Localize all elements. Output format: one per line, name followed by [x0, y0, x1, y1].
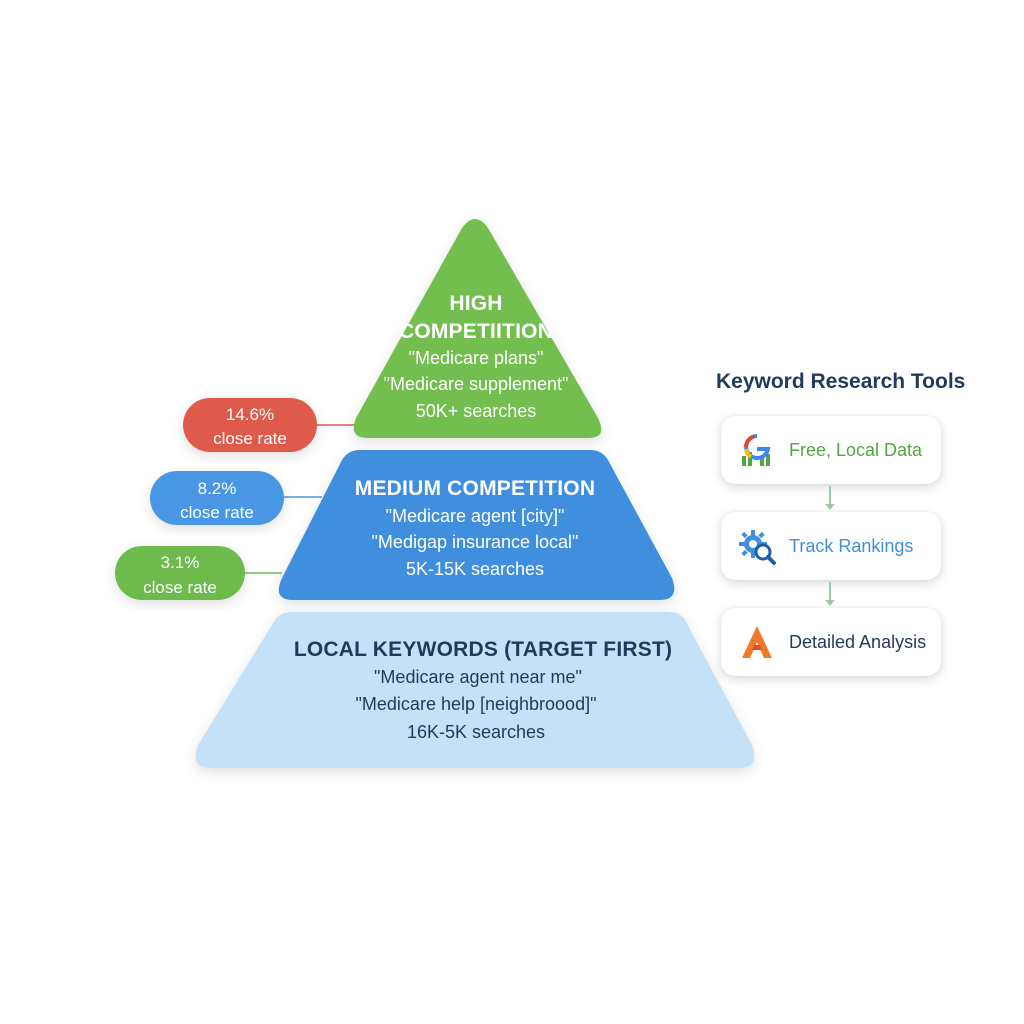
tier-high-volume: 50K+ searches — [416, 401, 537, 421]
close-rate-pill-medium: 8.2% close rate — [150, 471, 284, 525]
tier-high-competition-shape — [353, 219, 602, 438]
tool-card-free-local-data[interactable]: Free, Local Data — [721, 416, 941, 484]
tool-label-free-local-data: Free, Local Data — [789, 439, 923, 460]
close-rate-medium-label: close rate — [180, 503, 254, 522]
tool-card-track-rankings[interactable]: Track Rankings — [721, 512, 941, 580]
gear-search-icon — [737, 526, 777, 566]
close-rate-low-label: close rate — [143, 578, 217, 597]
connector-arrow-1 — [825, 486, 835, 510]
tier-local-keywords-shape — [195, 612, 755, 768]
tier-medium-keyword2: "Medigap insurance local" — [372, 532, 579, 552]
tier-local-keyword2: "Medicare help [neighbroood]" — [356, 694, 597, 714]
tier-high-keyword2: "Medicare supplement" — [384, 374, 569, 394]
tier-local-title: LOCAL KEYWORDS (TARGET FIRST) — [294, 638, 672, 661]
close-rate-high-label: close rate — [213, 429, 287, 448]
tier-medium-volume: 5K-15K searches — [406, 559, 544, 579]
close-rate-low-value: 3.1% — [161, 553, 200, 572]
close-rate-pill-low: 3.1% close rate — [115, 546, 245, 600]
tools-title: Keyword Research Tools — [716, 370, 966, 393]
tier-local-volume: 16K-5K searches — [407, 722, 545, 742]
tier-medium-title: MEDIUM COMPETITION — [355, 477, 595, 500]
tier-local-keyword1: "Medicare agent near me" — [374, 667, 582, 687]
tier-high-title-line2: COMPETIITION — [399, 320, 553, 343]
tool-card-detailed-analysis[interactable]: Detailed Analysis — [721, 608, 941, 676]
close-rate-high-value: 14.6% — [226, 405, 274, 424]
tier-high-title-line1: HIGH — [449, 292, 502, 315]
close-rate-medium-value: 8.2% — [198, 479, 237, 498]
google-analytics-icon — [737, 430, 777, 470]
close-rate-pill-high: 14.6% close rate — [183, 398, 317, 452]
tier-high-keyword1: "Medicare plans" — [409, 348, 544, 368]
tool-label-track-rankings: Track Rankings — [789, 535, 914, 556]
tier-medium-competition-shape — [278, 450, 675, 600]
tool-label-detailed-analysis: Detailed Analysis — [789, 631, 927, 652]
connector-arrow-2 — [825, 582, 835, 606]
tier-medium-keyword1: "Medicare agent [city]" — [386, 506, 565, 526]
ahrefs-a-icon — [737, 622, 777, 662]
